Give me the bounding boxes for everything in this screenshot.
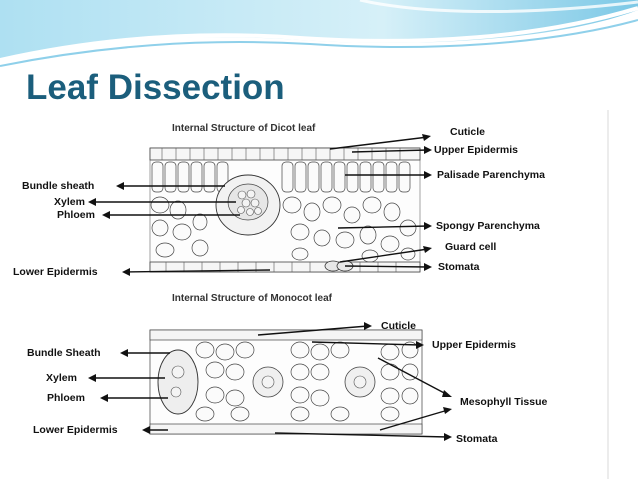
monocot-label-cuticle: Cuticle (381, 320, 416, 332)
monocot-label-bundle-sheath: Bundle Sheath (27, 347, 101, 359)
monocot-label-stomata: Stomata (456, 433, 498, 445)
monocot-label-xylem: Xylem (46, 372, 77, 384)
monocot-label-upper-epidermis: Upper Epidermis (432, 339, 516, 351)
monocot-label-lower-epidermis: Lower Epidermis (33, 424, 118, 436)
monocot-leaf-section (150, 330, 422, 434)
monocot-caption: Internal Structure of Monocot leaf (172, 293, 333, 304)
monocot-label-phloem: Phloem (47, 392, 85, 404)
monocot-label-mesophyll: Mesophyll Tissue (460, 396, 547, 408)
